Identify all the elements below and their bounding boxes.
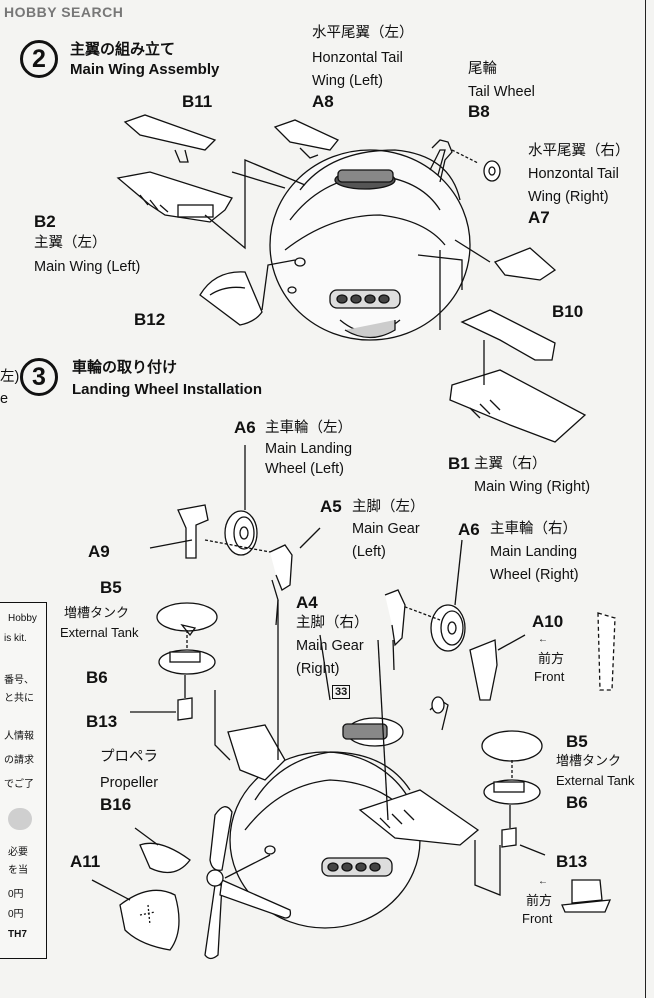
part-b8-label: B8 <box>468 102 490 121</box>
part-a6-right-en1: Main Landing <box>490 544 578 560</box>
notice-line-5: 人情報 <box>4 731 34 742</box>
step-3-badge: 3 <box>20 358 58 396</box>
propeller-jp: プロペラ <box>100 749 158 765</box>
step-2-badge: 2 <box>20 40 58 78</box>
notice-line-12: TH7 <box>8 929 27 940</box>
part-b1-label: B1 <box>448 454 470 473</box>
part-b2-jp: 主翼（左） <box>34 235 107 251</box>
part-b8-en: Tail Wheel <box>468 84 535 100</box>
part-a7-label: A7 <box>528 208 550 227</box>
propeller-en: Propeller <box>100 775 159 791</box>
part-b1-en: Main Wing (Right) <box>474 479 591 495</box>
part-b6-left-label: B6 <box>86 668 108 687</box>
front2-jp: 前方 <box>526 893 553 908</box>
part-b5-right-label: B5 <box>566 732 588 751</box>
part-a8-en1: Honzontal Tail <box>312 50 403 66</box>
part-b16-label: B16 <box>100 795 132 814</box>
watermark-logo: HOBBY SEARCH <box>4 4 124 20</box>
part-a5-en2: (Left) <box>352 544 386 560</box>
part-b13-right-label: B13 <box>556 852 588 871</box>
part-b2-en: Main Wing (Left) <box>34 259 141 275</box>
part-a4-jp: 主脚（右） <box>296 615 369 631</box>
front-arrow-icon-2: ← <box>538 876 548 887</box>
part-b1-jp: 主翼（右） <box>474 456 547 472</box>
part-a8-en2: Wing (Left) <box>312 73 383 89</box>
part-a4-label: A4 <box>296 593 318 612</box>
step-2-title-en: Main Wing Assembly <box>70 61 220 78</box>
notice-line-1: Hobby <box>8 613 37 624</box>
part-a10-en: Front <box>534 669 565 684</box>
part-a10-label: A10 <box>532 612 564 631</box>
notice-line-2: is kit. <box>4 633 27 644</box>
notice-line-3: 番号、 <box>4 675 34 686</box>
step-2-title-jp: 主翼の組み立て <box>70 41 176 58</box>
step-3-title-jp: 車輪の取り付け <box>72 359 178 376</box>
part-a6-right-label: A6 <box>458 520 480 539</box>
notice-line-9: を当 <box>8 865 28 876</box>
part-b11-label: B11 <box>182 92 213 111</box>
notice-gray-oval <box>8 808 32 830</box>
notice-box: Hobby is kit. 番号、 と共に 人情報 の請求 でご了 必要 を当 … <box>0 602 47 959</box>
front2-en: Front <box>522 911 553 926</box>
part-b5-left-label: B5 <box>100 578 122 597</box>
part-a8-label: A8 <box>312 92 334 111</box>
notice-line-11: 0円 <box>8 909 24 920</box>
part-a6-left-en1: Main Landing <box>265 441 353 457</box>
part-a5-jp: 主脚（左） <box>352 499 425 515</box>
notice-line-8: 必要 <box>8 847 28 858</box>
notice-line-4: と共に <box>4 693 34 704</box>
part-a7-jp: 水平尾翼（右） <box>528 143 630 159</box>
part-b10-label: B10 <box>552 302 584 321</box>
part-a6-left-en2: Wheel (Left) <box>265 461 344 477</box>
notice-line-7: でご了 <box>4 779 34 790</box>
part-b5-right-en: External Tank <box>556 773 635 788</box>
part-b2-label: B2 <box>34 212 56 231</box>
part-b6-right-label: B6 <box>566 793 588 812</box>
part-a6-right-jp: 主車輪（右） <box>490 521 577 537</box>
part-b13-left-label: B13 <box>86 712 118 731</box>
part-a4-en2: (Right) <box>296 661 340 677</box>
part-b5-left-en: External Tank <box>60 625 139 640</box>
part-b5-right-jp: 増槽タンク <box>556 753 622 768</box>
part-a6-left-jp: 主車輪（左） <box>265 420 352 436</box>
part-a6-right-en2: Wheel (Right) <box>490 567 579 583</box>
part-a10-jp: 前方 <box>538 651 565 666</box>
notice-line-10: 0円 <box>8 889 24 900</box>
part-a8-jp: 水平尾翼（左） <box>312 25 414 41</box>
part-a7-en1: Honzontal Tail <box>528 166 619 182</box>
decal-33-tag: 33 <box>332 685 351 699</box>
part-a7-en2: Wing (Right) <box>528 189 609 205</box>
fuselage-step2-drawing <box>269 149 471 341</box>
part-b12-label: B12 <box>134 310 166 329</box>
notice-line-6: の請求 <box>4 755 34 766</box>
part-a9-label: A9 <box>88 542 110 561</box>
part-a5-en1: Main Gear <box>352 521 420 537</box>
margin-cut-2: e <box>0 391 9 407</box>
margin-cut-1: 左) <box>0 369 20 385</box>
step-3-title-en: Landing Wheel Installation <box>72 381 263 398</box>
part-a6-left-label: A6 <box>234 418 256 437</box>
page-edge-line <box>645 0 646 998</box>
part-a4-en1: Main Gear <box>296 638 364 654</box>
part-a11-label: A11 <box>70 852 101 871</box>
part-a5-label: A5 <box>320 497 342 516</box>
part-b8-jp: 尾輪 <box>468 61 497 77</box>
part-b5-left-jp: 増槽タンク <box>64 605 130 620</box>
front-arrow-icon-1: ← <box>538 634 548 645</box>
